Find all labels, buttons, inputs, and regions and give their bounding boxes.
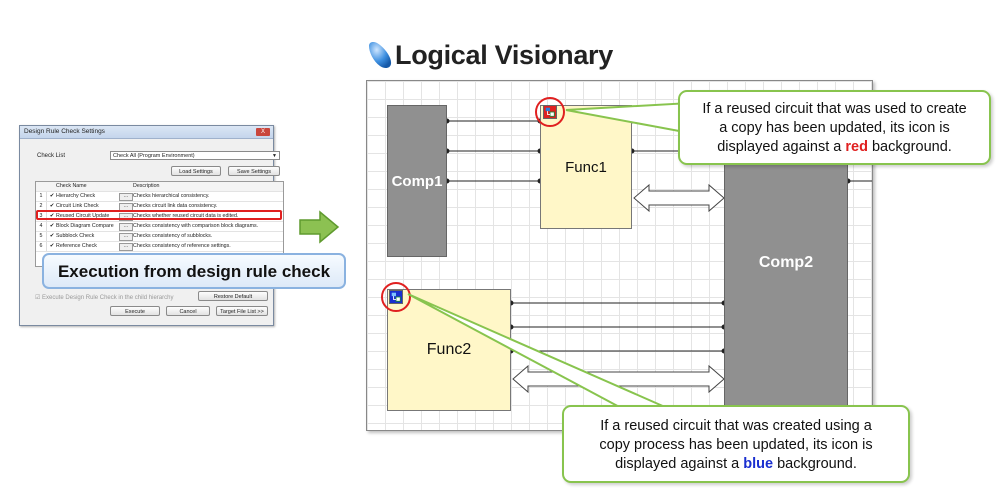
check-table: Check Name Description 1 ✔ Hierarchy Che… (35, 181, 284, 267)
callout-red-line3-pre: displayed against a (717, 139, 846, 155)
row-check-name: Reference Check (56, 243, 97, 249)
callout-blue-line3-post: background. (773, 456, 857, 472)
row-number: 1 (36, 192, 47, 201)
column-check-name: Check Name (56, 183, 87, 189)
row-description: Checks hierarchical consistency. (133, 193, 210, 199)
comp2-label: Comp2 (758, 254, 814, 271)
chevron-down-icon: ▼ (272, 153, 277, 159)
child-hierarchy-label: Execute Design Rule Check in the child h… (42, 295, 174, 301)
row-number: 3 (36, 212, 47, 221)
check-list-select[interactable]: Check All (Program Environment) ▼ (110, 151, 280, 160)
highlight-box (36, 210, 282, 220)
row-number: 2 (36, 202, 47, 211)
row-number: 6 (36, 242, 47, 251)
row-options-button[interactable]: ... (119, 213, 133, 221)
target-file-list-button[interactable]: Target File List >> (216, 306, 268, 316)
close-button[interactable]: X (256, 128, 270, 136)
row-checkbox[interactable]: ✔ (49, 213, 55, 219)
table-row[interactable]: 6 ✔ Reference Check ... Checks consisten… (36, 242, 283, 252)
callout-red-background: If a reused circuit that was used to cre… (678, 90, 991, 165)
page-title: Logical Visionary (395, 40, 613, 70)
load-settings-button[interactable]: Load Settings (171, 166, 221, 176)
callout-blue-line3: displayed against a blue background. (564, 455, 908, 474)
execute-button[interactable]: Execute (110, 306, 160, 316)
column-description: Description (133, 183, 160, 189)
check-list-label: Check List (37, 153, 66, 159)
row-check-name: Hierarchy Check (56, 193, 96, 199)
dialog-titlebar: Design Rule Check Settings X (20, 126, 273, 139)
row-description: Checks circuit link data consistency. (133, 203, 218, 209)
func1-label: Func1 (565, 158, 607, 176)
table-row[interactable]: 3 ✔ Reused Circuit Update ... Checks whe… (36, 212, 283, 222)
execution-label: Execution from design rule check (42, 253, 346, 289)
row-description: Checks consistency of subblocks. (133, 233, 213, 239)
callout-blue-background: If a reused circuit that was created usi… (562, 405, 910, 483)
row-check-name: Block Diagram Compare (56, 223, 114, 229)
row-checkbox[interactable]: ✔ (49, 203, 55, 209)
restore-default-button[interactable]: Restore Default (198, 291, 268, 301)
arrow-right-icon (299, 210, 340, 244)
check-list-value: Check All (Program Environment) (113, 153, 195, 159)
table-row[interactable]: 1 ✔ Hierarchy Check ... Checks hierarchi… (36, 192, 283, 202)
table-row[interactable]: 5 ✔ Subblock Check ... Checks consistenc… (36, 232, 283, 242)
callout-blue-line3-pre: displayed against a (615, 456, 744, 472)
func2-label: Func2 (426, 341, 472, 358)
callout-red-emphasis: red (845, 139, 868, 155)
comp1-block[interactable]: Comp1 (387, 105, 447, 257)
row-checkbox[interactable]: ✔ (49, 193, 55, 199)
row-number: 5 (36, 232, 47, 241)
comp1-label: Comp1 (391, 172, 443, 190)
row-checkbox[interactable]: ✔ (49, 233, 55, 239)
callout-blue-line1: If a reused circuit that was created usi… (600, 418, 872, 434)
row-check-name: Reused Circuit Update (56, 213, 110, 219)
design-rule-check-dialog: Design Rule Check Settings X Check List … (19, 125, 284, 326)
cancel-button[interactable]: Cancel (166, 306, 210, 316)
callout-blue-line2: copy process has been updated, its icon … (599, 437, 873, 453)
row-checkbox[interactable]: ✔ (49, 223, 55, 229)
table-row[interactable]: 4 ✔ Block Diagram Compare ... Checks con… (36, 222, 283, 232)
save-settings-button[interactable]: Save Settings (228, 166, 280, 176)
row-options-button[interactable]: ... (119, 223, 133, 231)
row-description: Checks consistency with comparison block… (133, 223, 259, 229)
row-description: Checks consistency of reference settings… (133, 243, 231, 249)
table-header: Check Name Description (36, 182, 283, 192)
row-options-button[interactable]: ... (119, 233, 133, 241)
row-options-button[interactable]: ... (119, 243, 133, 251)
child-hierarchy-option[interactable]: ☑ Execute Design Rule Check in the child… (35, 295, 174, 301)
dialog-title: Design Rule Check Settings (24, 128, 105, 135)
row-check-name: Circuit Link Check (56, 203, 99, 209)
callout-red-line3-post: background. (867, 139, 952, 155)
callout-red-line3: displayed against a red background. (680, 138, 989, 157)
blue-highlight-circle (381, 282, 411, 312)
row-checkbox[interactable]: ✔ (49, 243, 55, 249)
row-options-button[interactable]: ... (119, 193, 133, 201)
callout-red-line2: a copy has been updated, its icon is (719, 120, 950, 136)
row-description: Checks whether reused circuit data is ed… (133, 213, 239, 219)
row-number: 4 (36, 222, 47, 231)
row-check-name: Subblock Check (56, 233, 95, 239)
red-highlight-circle (535, 97, 565, 127)
callout-blue-emphasis: blue (743, 456, 774, 472)
logo-icon (369, 42, 392, 69)
callout-red-line1: If a reused circuit that was used to cre… (702, 101, 967, 117)
